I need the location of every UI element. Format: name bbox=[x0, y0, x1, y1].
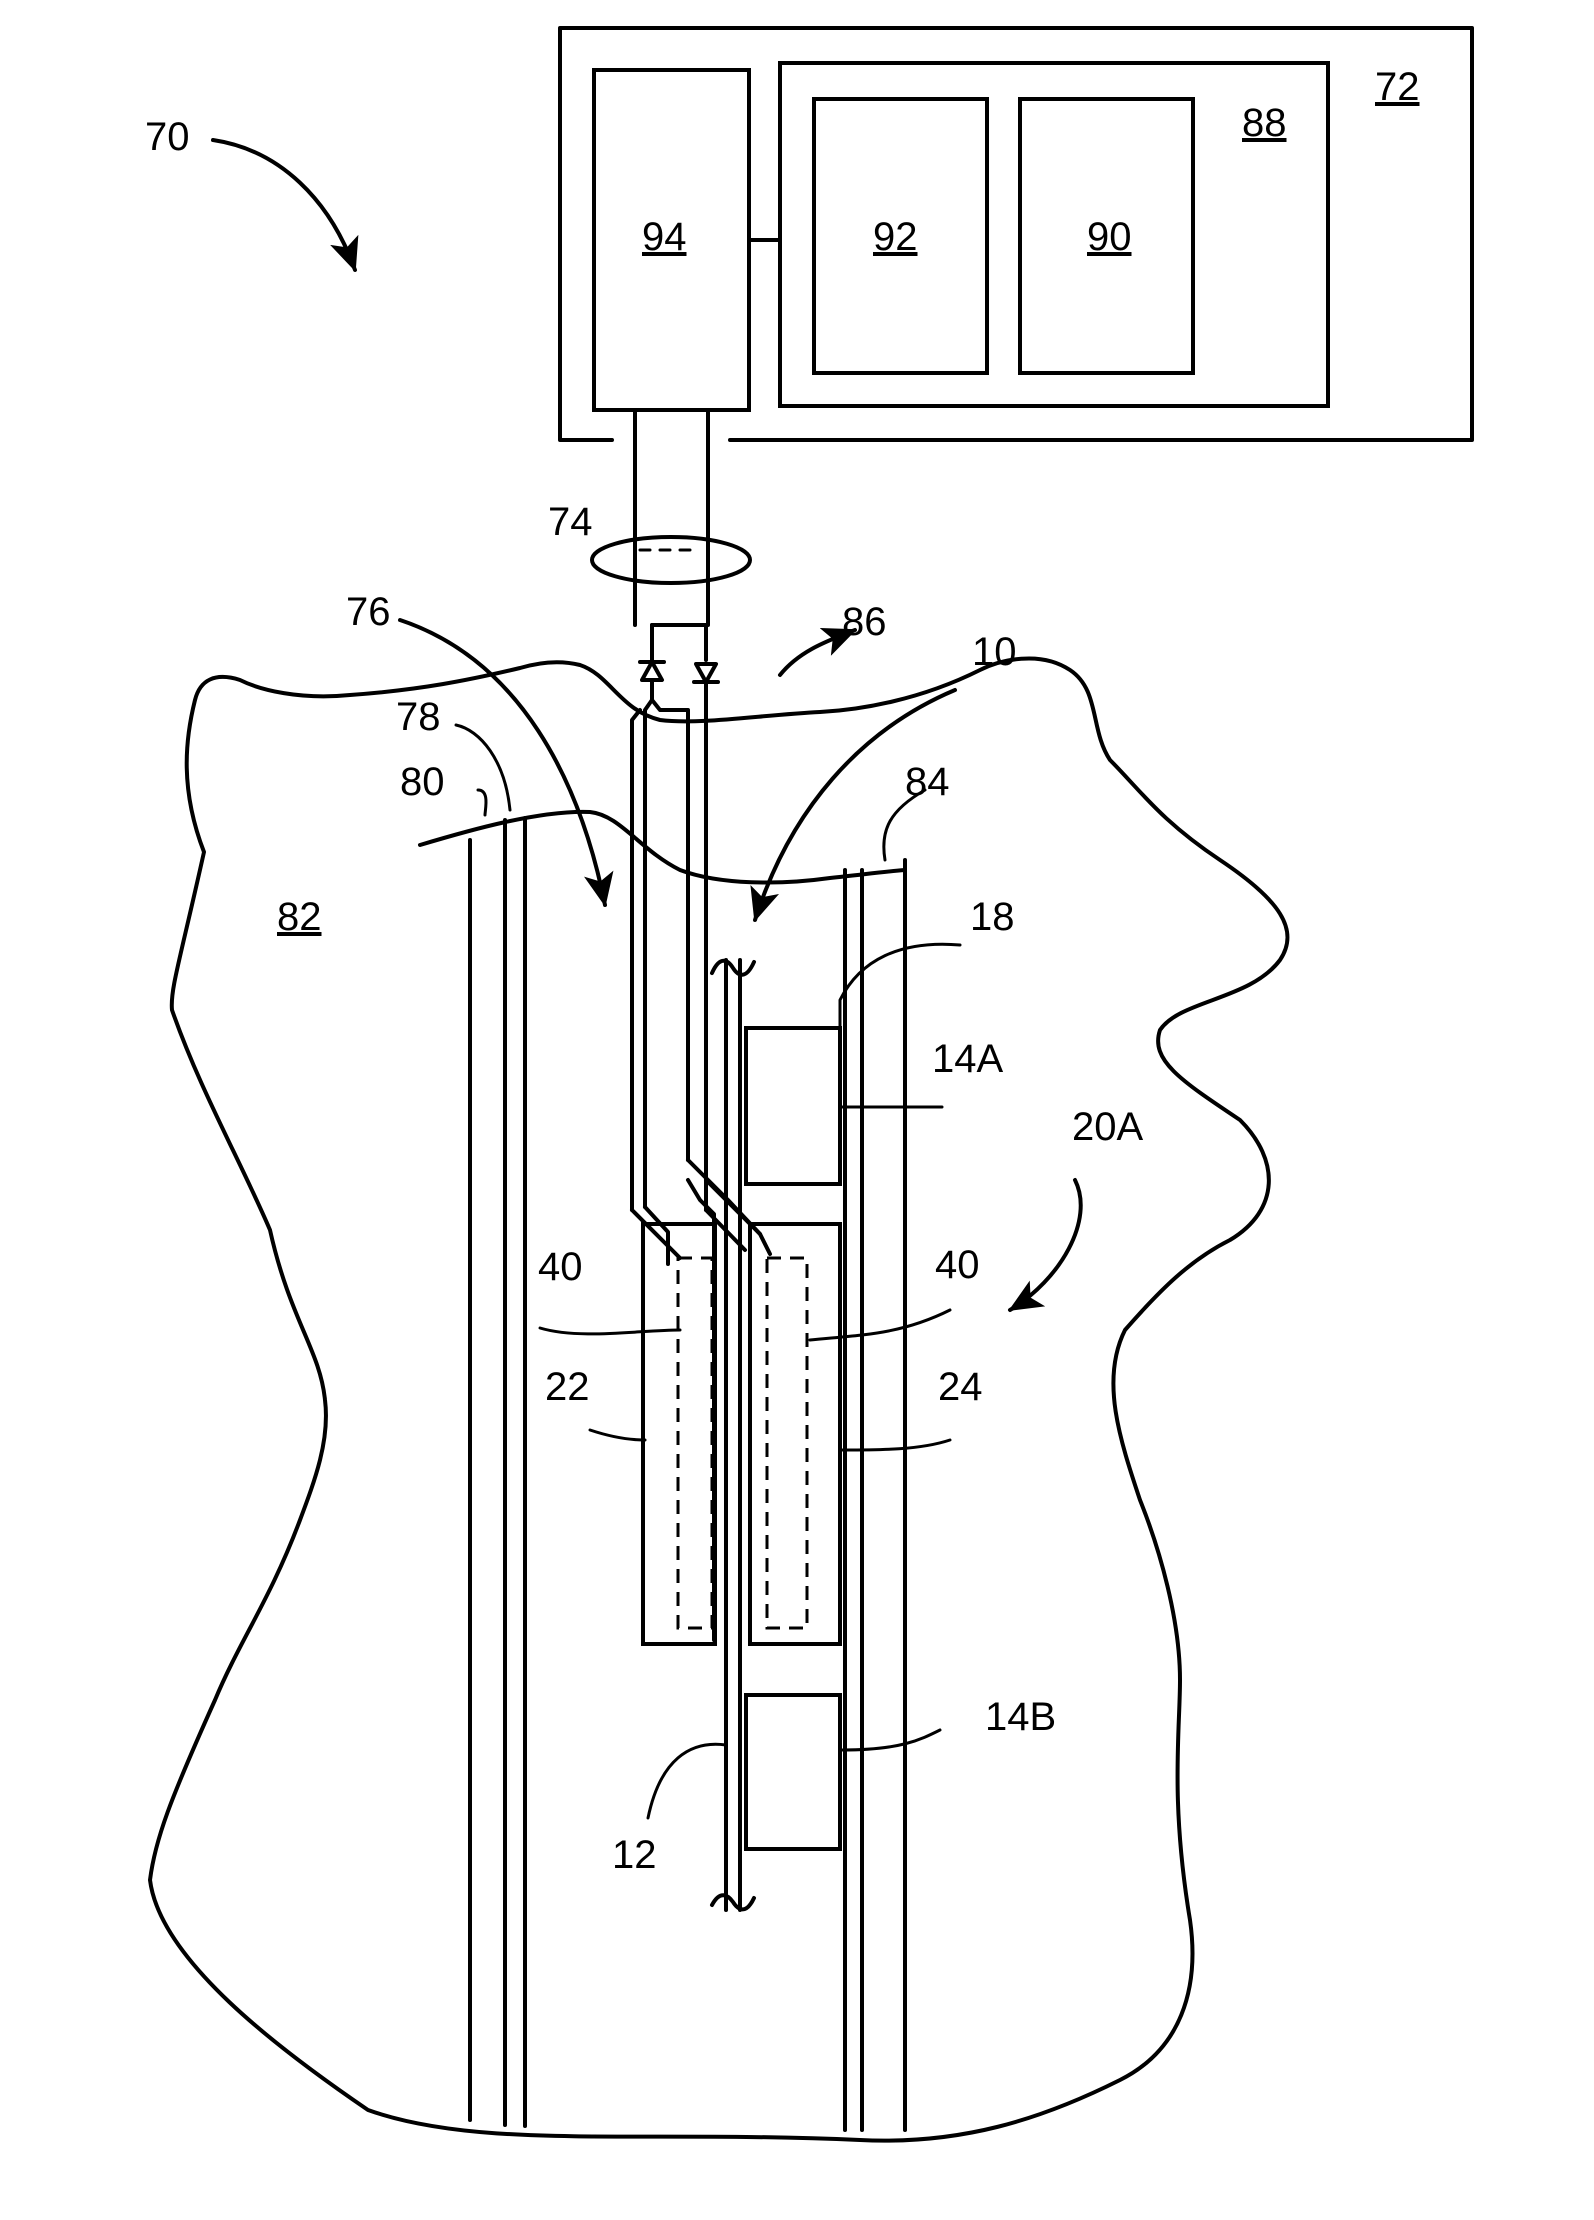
label-90: 90 bbox=[1087, 215, 1132, 259]
label-92: 92 bbox=[873, 215, 918, 259]
label-24: 24 bbox=[938, 1365, 983, 1409]
label-88: 88 bbox=[1242, 101, 1287, 145]
label-12: 12 bbox=[612, 1833, 657, 1877]
label-10: 10 bbox=[972, 630, 1017, 674]
label-14B: 14B bbox=[985, 1695, 1056, 1739]
label-70: 70 bbox=[145, 115, 190, 159]
label-84: 84 bbox=[905, 760, 950, 804]
label-76: 76 bbox=[346, 590, 391, 634]
label-20A: 20A bbox=[1072, 1105, 1143, 1149]
label-80: 80 bbox=[400, 760, 445, 804]
label-22: 22 bbox=[545, 1365, 590, 1409]
label-40-right: 40 bbox=[935, 1243, 980, 1287]
label-74: 74 bbox=[548, 500, 593, 544]
cuff-14B bbox=[746, 1695, 840, 1849]
label-78: 78 bbox=[396, 695, 441, 739]
electrode-24 bbox=[750, 1224, 840, 1644]
label-14A: 14A bbox=[932, 1037, 1003, 1081]
lead-bundle-74 bbox=[592, 537, 750, 583]
label-94: 94 bbox=[642, 215, 687, 259]
label-82: 82 bbox=[277, 895, 322, 939]
label-18: 18 bbox=[970, 895, 1015, 939]
cuff-14A bbox=[746, 1028, 840, 1184]
label-86: 86 bbox=[842, 600, 887, 644]
label-72: 72 bbox=[1375, 65, 1420, 109]
label-40-left: 40 bbox=[538, 1245, 583, 1289]
